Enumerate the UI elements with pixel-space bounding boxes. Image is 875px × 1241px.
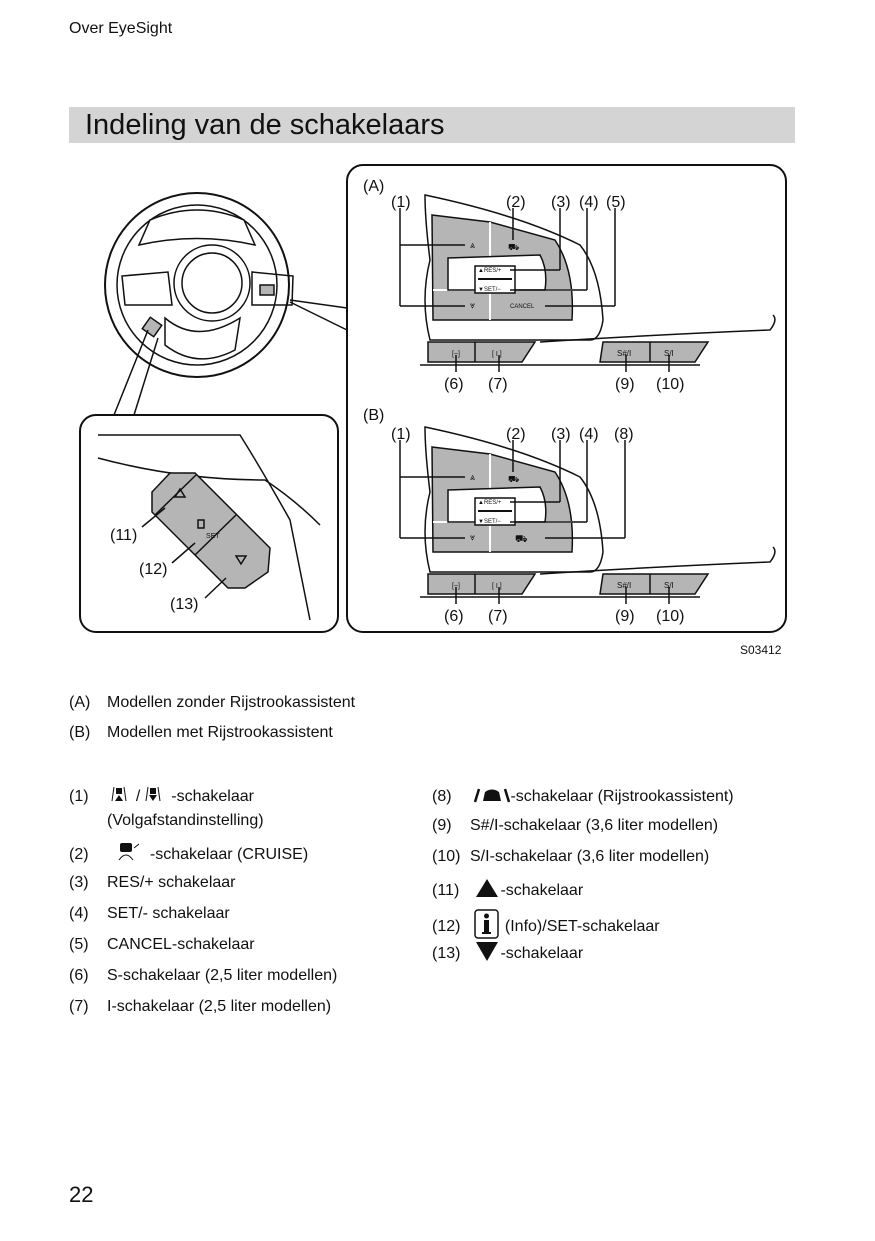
steering-wheel-drawing: [104, 192, 348, 416]
svg-text:▼SET/−: ▼SET/−: [478, 287, 501, 293]
panel-a-switches: ⩓ ⩔ ⛟ [~] [ I ] S#/I S/I: [399, 194, 776, 372]
svg-text:(4): (4): [579, 426, 599, 443]
item-12: (12) (Info)/SET-schakelaar: [432, 909, 660, 945]
svg-text:(7): (7): [488, 608, 508, 625]
switch-layout-figure: SET (11) (12) (13): [79, 164, 787, 657]
triangle-down-icon: [474, 940, 500, 968]
svg-text:[ I ]: [ I ]: [492, 351, 502, 358]
svg-text:(9): (9): [615, 608, 635, 625]
item-13: (13) -schakelaar: [432, 940, 583, 968]
svg-text:(B): (B): [363, 407, 384, 424]
svg-text:(A): (A): [363, 178, 384, 195]
figure-code: S03412: [740, 643, 782, 657]
item-5: (5)CANCEL-schakelaar: [69, 936, 255, 953]
distance-up-icon: [111, 785, 131, 809]
legend-b: (B)Modellen met Rijstrookassistent: [69, 724, 333, 741]
legend-a: (A)Modellen zonder Rijstrookassistent: [69, 694, 356, 711]
inset-left-switch: SET (11) (12) (13): [79, 414, 339, 633]
svg-text:⛟: ⛟: [508, 242, 519, 252]
panel-b-switches: ⛟ ▲RES/+ ▼SET/−: [399, 426, 776, 605]
svg-text:⩔: ⩔: [470, 300, 475, 310]
item-8: (8) -schakelaar (Rijstrookassistent): [432, 785, 734, 809]
svg-text:(10): (10): [656, 376, 684, 393]
section-header: Over EyeSight: [69, 20, 173, 37]
item-11: (11) -schakelaar: [432, 878, 583, 904]
item-10: (10)S/I-schakelaar (3,6 liter modellen): [432, 848, 710, 865]
item-4: (4)SET/- schakelaar: [69, 905, 230, 922]
cancel-label: CANCEL: [510, 304, 535, 310]
item-3: (3)RES/+ schakelaar: [69, 874, 236, 891]
callout-12: (12): [139, 561, 167, 578]
svg-text:(6): (6): [444, 608, 464, 625]
item-9: (9)S#/I-schakelaar (3,6 liter modellen): [432, 817, 719, 834]
item-2: (2) -schakelaar (CRUISE): [69, 842, 308, 868]
svg-text:S#/I: S#/I: [617, 349, 631, 358]
page-title: Indeling van de schakelaars: [85, 109, 445, 141]
svg-text:▼SET/−: ▼SET/−: [478, 519, 501, 525]
svg-text:(7): (7): [488, 376, 508, 393]
callout-11: (11): [110, 527, 137, 544]
info-icon: [474, 909, 500, 945]
svg-text:(4): (4): [579, 194, 599, 211]
svg-text:(2): (2): [506, 194, 526, 211]
svg-text:⛟: ⛟: [515, 534, 528, 545]
item-1: (1) / -schakelaar: [69, 785, 254, 809]
svg-text:(3): (3): [551, 426, 571, 443]
svg-text:[~]: [~]: [452, 351, 460, 358]
svg-text:▲RES/+: ▲RES/+: [478, 500, 502, 506]
svg-text:(1): (1): [391, 426, 411, 443]
svg-text:(1): (1): [391, 194, 411, 211]
svg-text:▲RES/+: ▲RES/+: [478, 268, 502, 274]
callout-13: (13): [170, 596, 198, 613]
callout-labels: (A) (1) (2) (3) (4) (5) (6) (7) (9) (10)…: [363, 178, 782, 657]
item-1-sub: (Volgafstandinstelling): [107, 812, 264, 829]
title-bar: Indeling van de schakelaars: [69, 107, 795, 143]
item-6: (6)S-schakelaar (2,5 liter modellen): [69, 967, 338, 984]
svg-text:SET: SET: [206, 533, 220, 540]
svg-text:(6): (6): [444, 376, 464, 393]
lane-assist-icon: [474, 785, 511, 809]
svg-text:(2): (2): [506, 426, 526, 443]
svg-text:(5): (5): [606, 194, 626, 211]
svg-text:(3): (3): [551, 194, 571, 211]
cruise-icon: [117, 842, 145, 868]
svg-text:⩓: ⩓: [470, 240, 475, 250]
svg-text:(8): (8): [614, 426, 634, 443]
svg-text:(9): (9): [615, 376, 635, 393]
svg-text:(10): (10): [656, 608, 684, 625]
page-number: 22: [69, 1182, 94, 1207]
svg-text:S/I: S/I: [664, 349, 674, 358]
item-7: (7)I-schakelaar (2,5 liter modellen): [69, 998, 332, 1015]
triangle-up-icon: [474, 878, 500, 904]
distance-down-icon: [145, 785, 167, 809]
